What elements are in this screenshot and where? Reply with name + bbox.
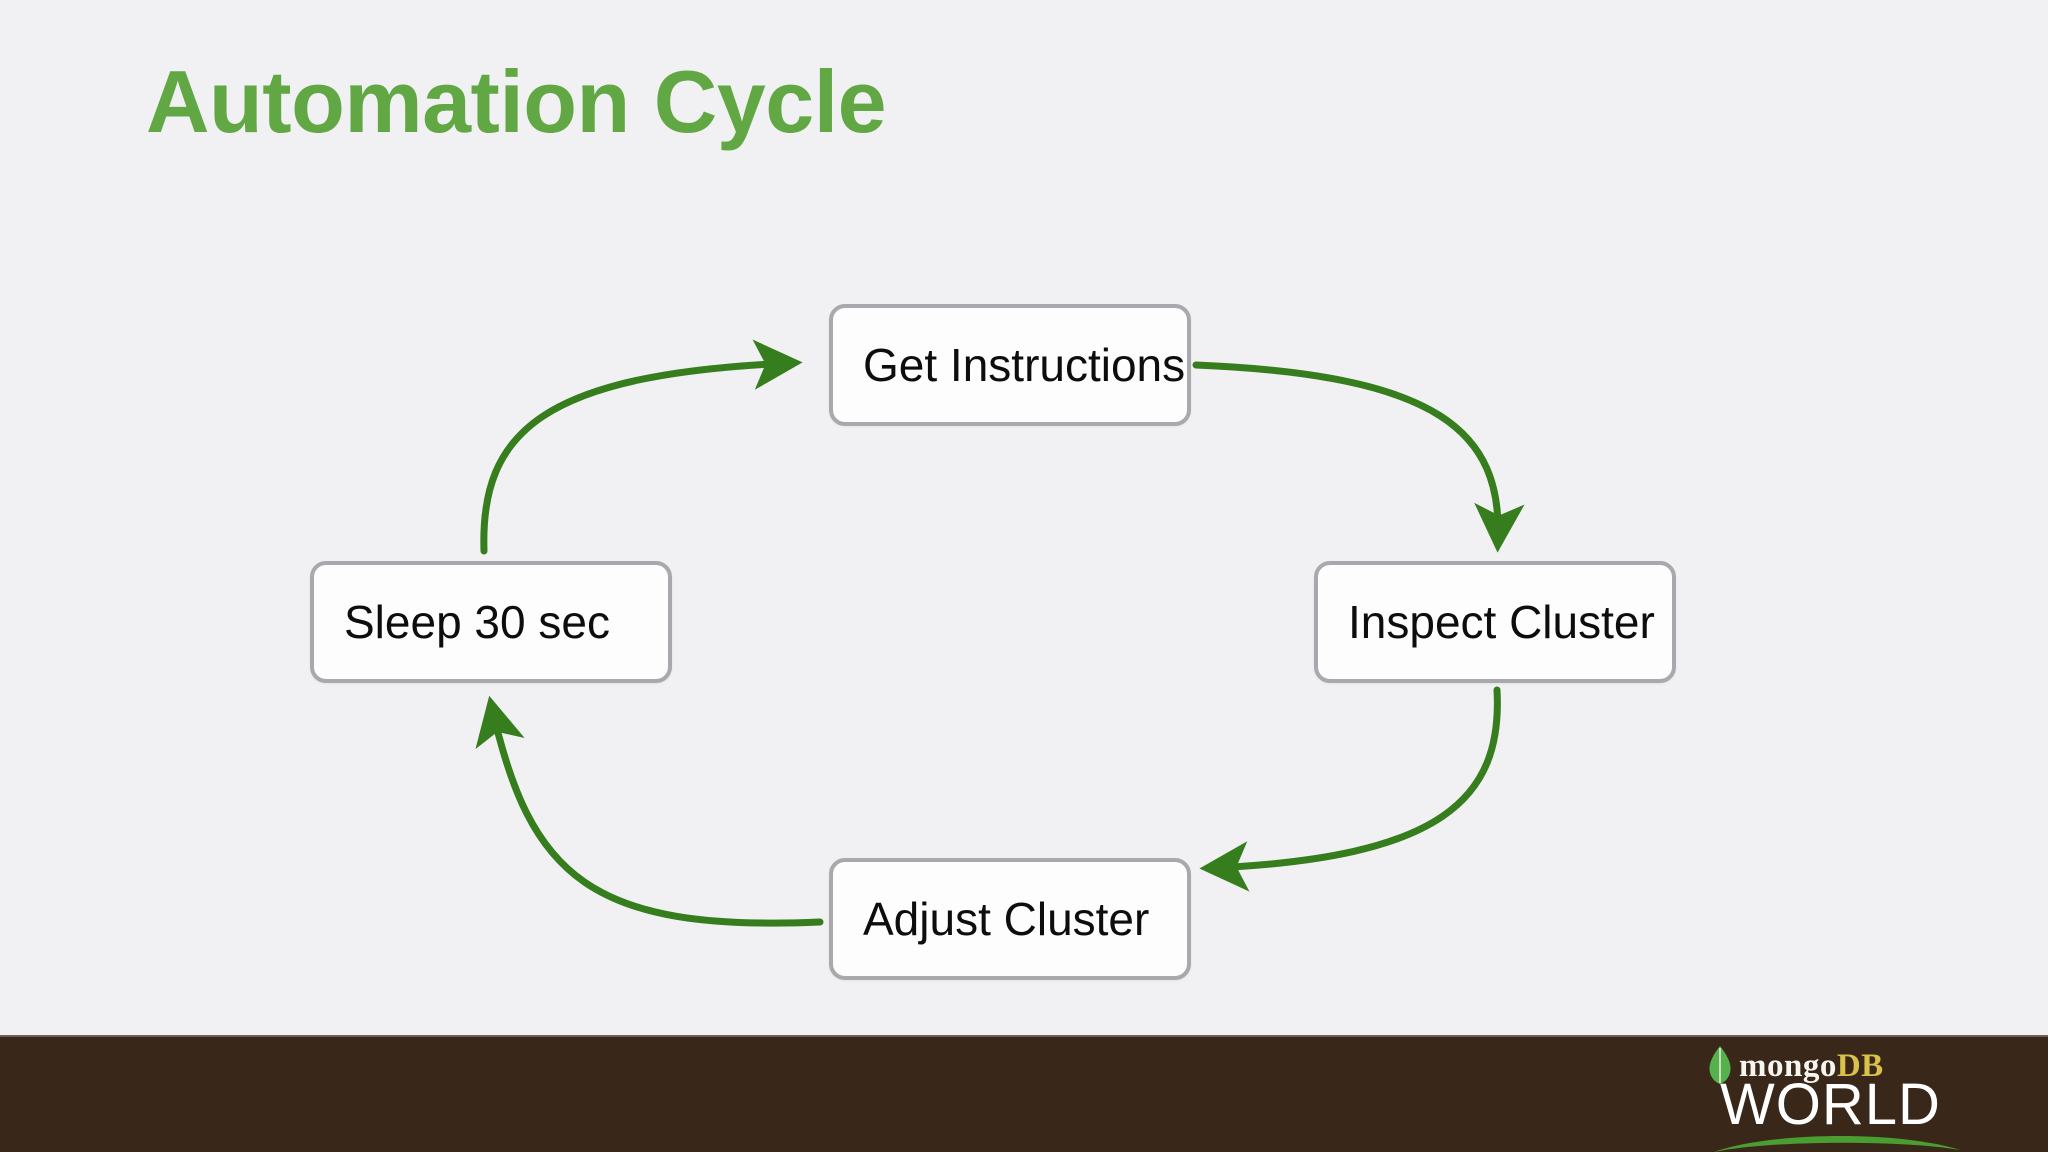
node-label-adjust-cluster: Adjust Cluster (863, 893, 1150, 945)
logo-text-db: DB (1836, 1047, 1884, 1084)
automation-cycle-diagram: Get Instructions Inspect Cluster Adjust … (310, 304, 1676, 980)
logo-text-mongo: mongo (1739, 1047, 1837, 1084)
arrow-get-instructions-to-inspect-cluster (1192, 361, 1525, 553)
arrow-adjust-cluster-to-sleep (475, 695, 824, 927)
mongodb-world-logo: mongo DB WORLD (1708, 1044, 1970, 1152)
node-inspect-cluster[interactable]: Inspect Cluster (1314, 561, 1676, 683)
node-label-sleep-30-sec: Sleep 30 sec (344, 596, 610, 648)
node-label-inspect-cluster: Inspect Cluster (1348, 596, 1655, 648)
node-get-instructions[interactable]: Get Instructions (829, 304, 1191, 426)
footer-divider (0, 1035, 2048, 1037)
logo-wordmark-top: mongo DB (1708, 1046, 1884, 1086)
arrow-sleep-to-get-instructions (480, 339, 803, 555)
mongodb-leaf-icon (1709, 1046, 1731, 1084)
logo-swoosh-arc (1714, 1135, 1960, 1152)
node-adjust-cluster[interactable]: Adjust Cluster (829, 858, 1191, 980)
node-label-get-instructions: Get Instructions (863, 339, 1186, 391)
footer-bar (0, 1037, 2048, 1152)
logo-text-world: WORLD (1720, 1072, 1941, 1137)
node-sleep-30-sec[interactable]: Sleep 30 sec (310, 561, 672, 683)
arrow-inspect-cluster-to-adjust-cluster (1199, 686, 1501, 892)
page-title: Automation Cycle (146, 52, 887, 151)
